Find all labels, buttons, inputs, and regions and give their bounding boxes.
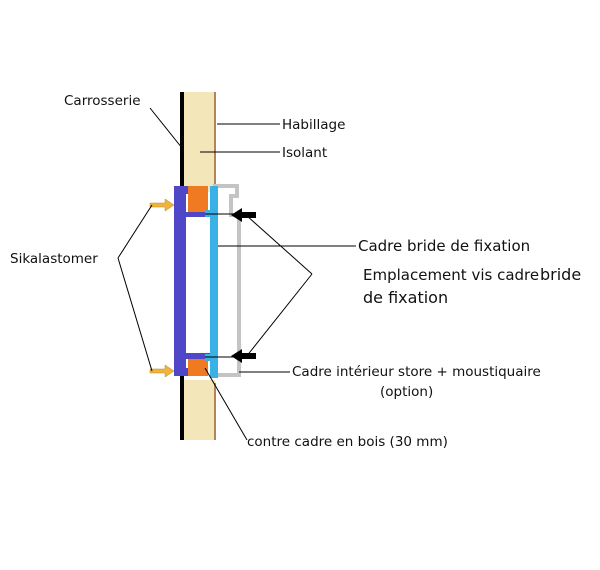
leader-sika-1 (117, 204, 153, 259)
cadre-exterieur-bleu (174, 186, 186, 376)
carrosserie-lower (180, 368, 184, 440)
leader-vis-2 (245, 273, 313, 358)
leader-carrosserie (149, 107, 183, 149)
label-habillage: Habillage (282, 117, 345, 133)
label-isolant: Isolant (282, 145, 327, 161)
leader-vis-1 (245, 214, 313, 275)
label-emplacement-vis-c: de fixation (363, 288, 448, 307)
cadre-bride-fixation (210, 186, 218, 378)
contre-cadre-bois-haut (188, 186, 208, 212)
contre-cadre-bois-bas (188, 359, 208, 376)
cadre-interieur-grey (213, 184, 241, 377)
leader-sika-2 (117, 257, 153, 372)
leader-lines (117, 107, 356, 441)
label-cadre-interieur: Cadre intérieur store + moustiquaire (292, 364, 541, 380)
label-option: (option) (380, 384, 433, 400)
label-contre-cadre: contre cadre en bois (30 mm) (247, 434, 448, 450)
arrow-sika-haut-icon (149, 198, 175, 212)
label-emplacement-vis-a: Emplacement vis cadre (363, 266, 539, 284)
arrow-vis-bas-icon (231, 349, 256, 363)
leader-contre-cadre (204, 367, 248, 441)
isolant-upper (183, 92, 215, 192)
label-sikalastomer: Sikalastomer (10, 251, 98, 267)
cadre-bleu-top-inner (183, 212, 210, 217)
label-emplacement-vis-b: bride (540, 265, 581, 284)
cadre-bleu-bottom-inner (183, 353, 210, 359)
isolant-lower (183, 380, 215, 440)
arrow-vis-haut-icon (231, 208, 256, 222)
carrosserie-upper (180, 92, 184, 196)
vitrage (186, 217, 210, 353)
label-cadre-bride: Cadre bride de fixation (358, 237, 530, 255)
arrow-sika-bas-icon (149, 364, 175, 378)
label-carrosserie: Carrosserie (64, 93, 141, 109)
